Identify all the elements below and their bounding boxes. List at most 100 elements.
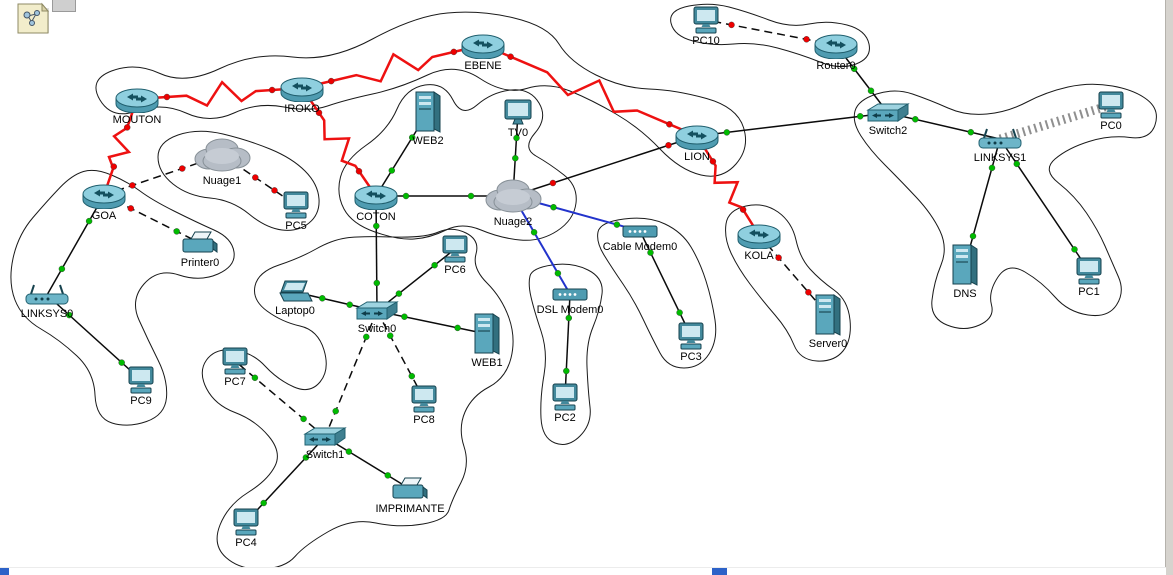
link-status-dot [66,311,73,319]
link-status-dot [969,232,977,240]
link-Switch1-PC7[interactable] [234,360,326,438]
link-Router0-PC10[interactable] [705,19,837,46]
link-EBENE-LION[interactable] [482,43,698,138]
link-status-dot [512,154,519,162]
region-outline-goa-group [10,169,235,426]
vertical-scrollbar[interactable] [1165,0,1173,575]
link-LINKSYS1-DNS[interactable] [964,138,1001,266]
device-label: PC0 [1100,120,1122,132]
link-GOA-Nuage1[interactable] [103,154,223,196]
device-label: MOUTON [112,114,162,126]
region-outline-main-lan [201,228,514,570]
link-status-dot [373,279,380,287]
link-status-dot [384,472,391,479]
region-outline-dsl-pc2 [528,263,603,445]
link-status-dot [1071,246,1078,253]
pc-icon [409,385,439,413]
modem-icon [621,222,659,240]
device-label: PC7 [224,376,246,388]
pc-icon [691,6,721,34]
pc-icon [440,235,470,263]
device-label: Cable Modem0 [602,241,678,253]
device-label: PC2 [554,412,576,424]
link-Nuage2-DSLModem0[interactable] [512,195,571,295]
link-status-dot [676,309,683,316]
link-status-dot [395,290,403,297]
pc-icon [550,383,580,411]
device-label: Laptop0 [275,305,315,317]
link-Switch0-PC6[interactable] [376,248,456,312]
link-Switch1-IMPRIMANTE[interactable] [324,436,411,490]
link-Switch2-LINKSYS1[interactable] [887,112,1001,140]
link-LINKSYS0-PC9[interactable] [46,294,142,381]
pc-icon [231,508,261,536]
device-label: LION [684,151,710,163]
link-status-dot [513,134,520,142]
link-Switch0-Switch1[interactable] [324,310,378,438]
device-label: Switch0 [357,323,397,335]
device-label: Nuage2 [493,216,533,228]
region-outline-kola-server0 [725,204,851,362]
link-status-dot [851,65,858,73]
link-KOLA-Server0[interactable] [758,234,829,316]
link-status-dot [613,221,621,228]
link-status-dot [431,262,438,269]
link-status-dot [315,109,323,116]
link-status-dot [803,36,810,43]
router-icon [114,85,160,114]
link-status-dot [173,228,180,235]
router-icon [279,74,325,103]
toolbar-fragment-icon [52,0,76,12]
link-Switch0-PC8[interactable] [376,310,425,400]
link-status-dot [530,229,538,236]
link-status-dot [260,499,267,507]
device-label: PC10 [692,35,720,47]
pc-icon [1096,91,1126,119]
link-status-dot [988,164,996,172]
link-GOA-LINKSYS0[interactable] [46,194,105,296]
link-status-dot [85,217,93,225]
link-status-dot [1013,160,1020,168]
link-status-dot [328,77,335,85]
laptop-icon [277,280,313,304]
link-status-dot [163,93,171,101]
link-CableModem0-PC3[interactable] [639,230,692,337]
tv-icon [502,98,534,126]
router-icon [813,31,859,60]
link-status-dot [302,454,310,461]
link-status-dot [127,205,135,212]
link-status-dot [332,407,339,415]
device-label: PC1 [1078,286,1100,298]
link-COTON-Switch0[interactable] [375,195,378,312]
link-IROKO-EBENE[interactable] [301,43,484,90]
device-label: LINKSYS0 [20,308,74,320]
link-status-dot [805,289,812,296]
pc-icon [126,366,156,394]
link-status-dot [550,203,557,211]
printer-icon [181,230,219,256]
link-DSLModem0-PC2[interactable] [564,293,571,398]
device-label: Router0 [816,60,856,72]
link-LINKSYS1-PC0[interactable] [998,100,1113,144]
link-status-dot [110,163,118,170]
link-status-dot [123,124,131,131]
device-label: TV0 [507,127,529,139]
bottom-strip[interactable] [0,567,1166,575]
device-label: PC5 [285,220,307,232]
link-status-dot [563,367,570,375]
link-status-dot [346,301,353,308]
link-status-dot [665,142,672,149]
link-Switch0-WEB1[interactable] [376,310,488,335]
region-outline-nuage1-pc5 [157,130,320,231]
device-label: COTON [356,211,396,223]
link-status-dot [554,270,562,277]
link-IROKO-COTON[interactable] [300,87,378,197]
link-status-dot [268,86,276,94]
cluster-note-icon[interactable] [16,2,52,36]
link-MOUTON-IROKO[interactable] [136,80,303,108]
modem-icon [551,285,589,303]
region-outline-coton-wan [338,84,577,241]
region-outline-cable-pc3 [597,217,717,369]
link-Switch1-PC4[interactable] [245,436,326,523]
